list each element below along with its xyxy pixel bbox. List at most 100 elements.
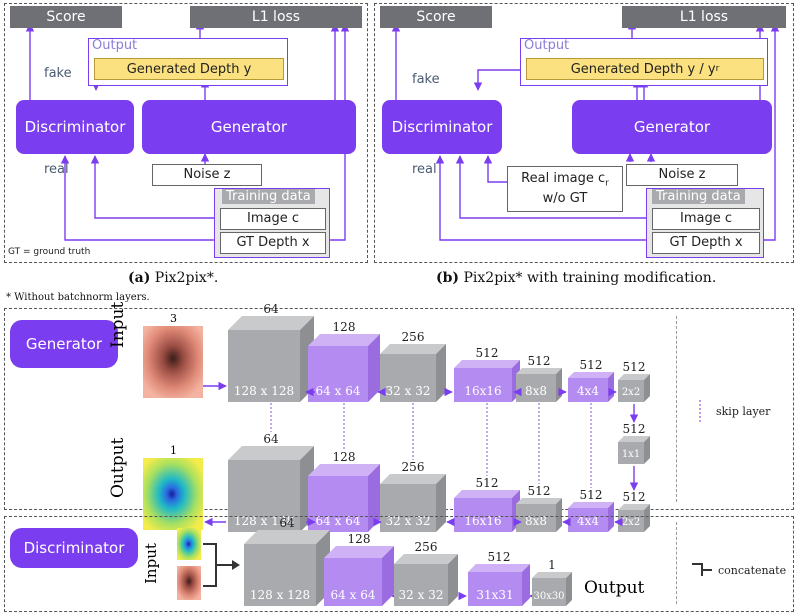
dec-block-4-channels: 512 [528,484,551,498]
enc-block-3-size: 16x16 [464,384,501,398]
caption-b-text: Pix2pix* with training modification. [463,270,717,286]
caption-a: (a) Pix2pix*. [128,270,218,286]
dec-block-4-size: 8x8 [525,514,547,528]
enc-block-6-size: 2x2 [622,387,640,398]
enc-block-4-size: 8x8 [525,384,547,398]
real-label-b: real [412,162,437,177]
enc-block-2-channels: 256 [402,330,425,344]
dec-block-6-channels: 512 [623,490,646,504]
noise-label-a: Noise z [183,167,231,182]
output-label-b: Output [524,38,570,53]
score-box-b: Score [380,6,492,28]
generated-depth-label-a: Generated Depth y [126,61,252,77]
real-label-a: real [44,162,69,177]
gen-output-channels: 1 [170,444,177,457]
disc-block-4-size: 30x30 [533,591,564,602]
image-c-box-b: Image c [652,208,760,230]
disc-block-1-channels: 128 [348,532,371,546]
disc-output-label: Output [584,578,645,598]
disc-block-0-channels: 64 [279,516,295,530]
gen-output-image [143,458,203,530]
discriminator-box-b: Discriminator [382,100,502,154]
output-label-a: Output [92,38,138,53]
enc-block-3-channels: 512 [476,346,499,360]
discriminator-net-frame [4,516,794,612]
disc-block-2-size: 32 x 32 [399,588,444,602]
enc-block-5-channels: 512 [580,358,603,372]
discriminator-label-b: Discriminator [391,118,493,136]
concat-legend-icon [692,563,712,576]
dec-block-3-channels: 512 [476,476,499,490]
disc-block-1: 128 64 x 64 [324,532,394,606]
real-image-box-b: Real image cr w/o GT [507,166,623,212]
legend-divider-gen [676,316,677,502]
enc-block-6-channels: 512 [623,360,646,374]
real-image-sub-b: r [605,178,609,189]
dec-block-1-channels: 128 [333,450,356,464]
image-c-box-a: Image c [220,208,326,230]
generated-depth-sub-b: r [715,64,720,74]
disc-block-3-size: 31x31 [476,588,513,602]
enc-block-1-channels: 128 [333,320,356,334]
enc-block-5: 512 4x4 [568,358,614,402]
disc-input-label: Input [142,543,160,584]
disc-input-depth-image [177,528,201,560]
generator-net-title: Generator [10,320,118,368]
dec-block-0-size: 128 x 128 [234,514,294,528]
gt-depth-box-a: GT Depth x [220,232,326,254]
discriminator-net-title: Discriminator [10,528,138,568]
dec-block-2-size: 32 x 32 [386,514,431,528]
gt-depth-label-b: GT Depth x [669,235,743,250]
caption-b-letter: (b) [436,270,460,286]
caption-b: (b) Pix2pix* with training modification. [436,270,716,286]
gt-depth-label-a: GT Depth x [236,235,310,250]
panel-a-frame [4,3,368,263]
score-label-b: Score [416,9,456,25]
generated-depth-box-a: Generated Depth y [94,58,284,80]
batchnorm-note: * Without batchnorm layers. [6,292,150,303]
enc-block-6: 512 2x2 [618,360,650,402]
generated-depth-label-b: Generated Depth y / y [570,61,716,77]
discriminator-net-title-text: Discriminator [23,539,125,557]
generator-box-b: Generator [572,100,772,154]
disc-input-image [177,566,201,600]
concat-legend-text: concatenate [718,564,786,577]
discriminator-box-a: Discriminator [16,100,134,154]
score-box-a: Score [10,6,122,28]
disc-block-2-channels: 256 [415,540,438,554]
panel-b-frame [374,3,794,263]
enc-block-2-size: 32 x 32 [386,384,431,398]
caption-a-letter: (a) [128,270,151,286]
gen-input-image [143,326,203,398]
dec-block-5-channels: 512 [580,488,603,502]
noise-box-a: Noise z [152,164,262,186]
score-label-a: Score [46,9,86,25]
gt-depth-box-b: GT Depth x [652,232,760,254]
disc-block-4-channels: 1 [548,558,556,572]
generator-net-title-text: Generator [25,335,103,353]
disc-block-1-size: 64 x 64 [331,588,376,602]
enc-block-0-size: 128 x 128 [234,384,294,398]
enc-block-2: 256 32 x 32 [380,330,446,402]
discriminator-label-a: Discriminator [24,118,126,136]
l1-loss-box-b: L1 loss [622,6,786,28]
gen-output-label: Output [108,437,128,498]
generator-label-b: Generator [633,118,711,136]
dec-block-3: 512 16x16 [454,476,520,532]
l1-loss-label-a: L1 loss [251,9,301,25]
dec-block-3-size: 16x16 [464,514,501,528]
real-image-line1-b: Real image cr [521,170,609,189]
enc-block-3: 512 16x16 [454,346,520,402]
dec-block-4: 512 8x8 [516,484,562,532]
noise-box-b: Noise z [626,164,738,186]
enc-block-5-size: 4x4 [577,384,599,398]
enc-block-0-channels: 64 [263,302,279,316]
enc-block-4-channels: 512 [528,354,551,368]
